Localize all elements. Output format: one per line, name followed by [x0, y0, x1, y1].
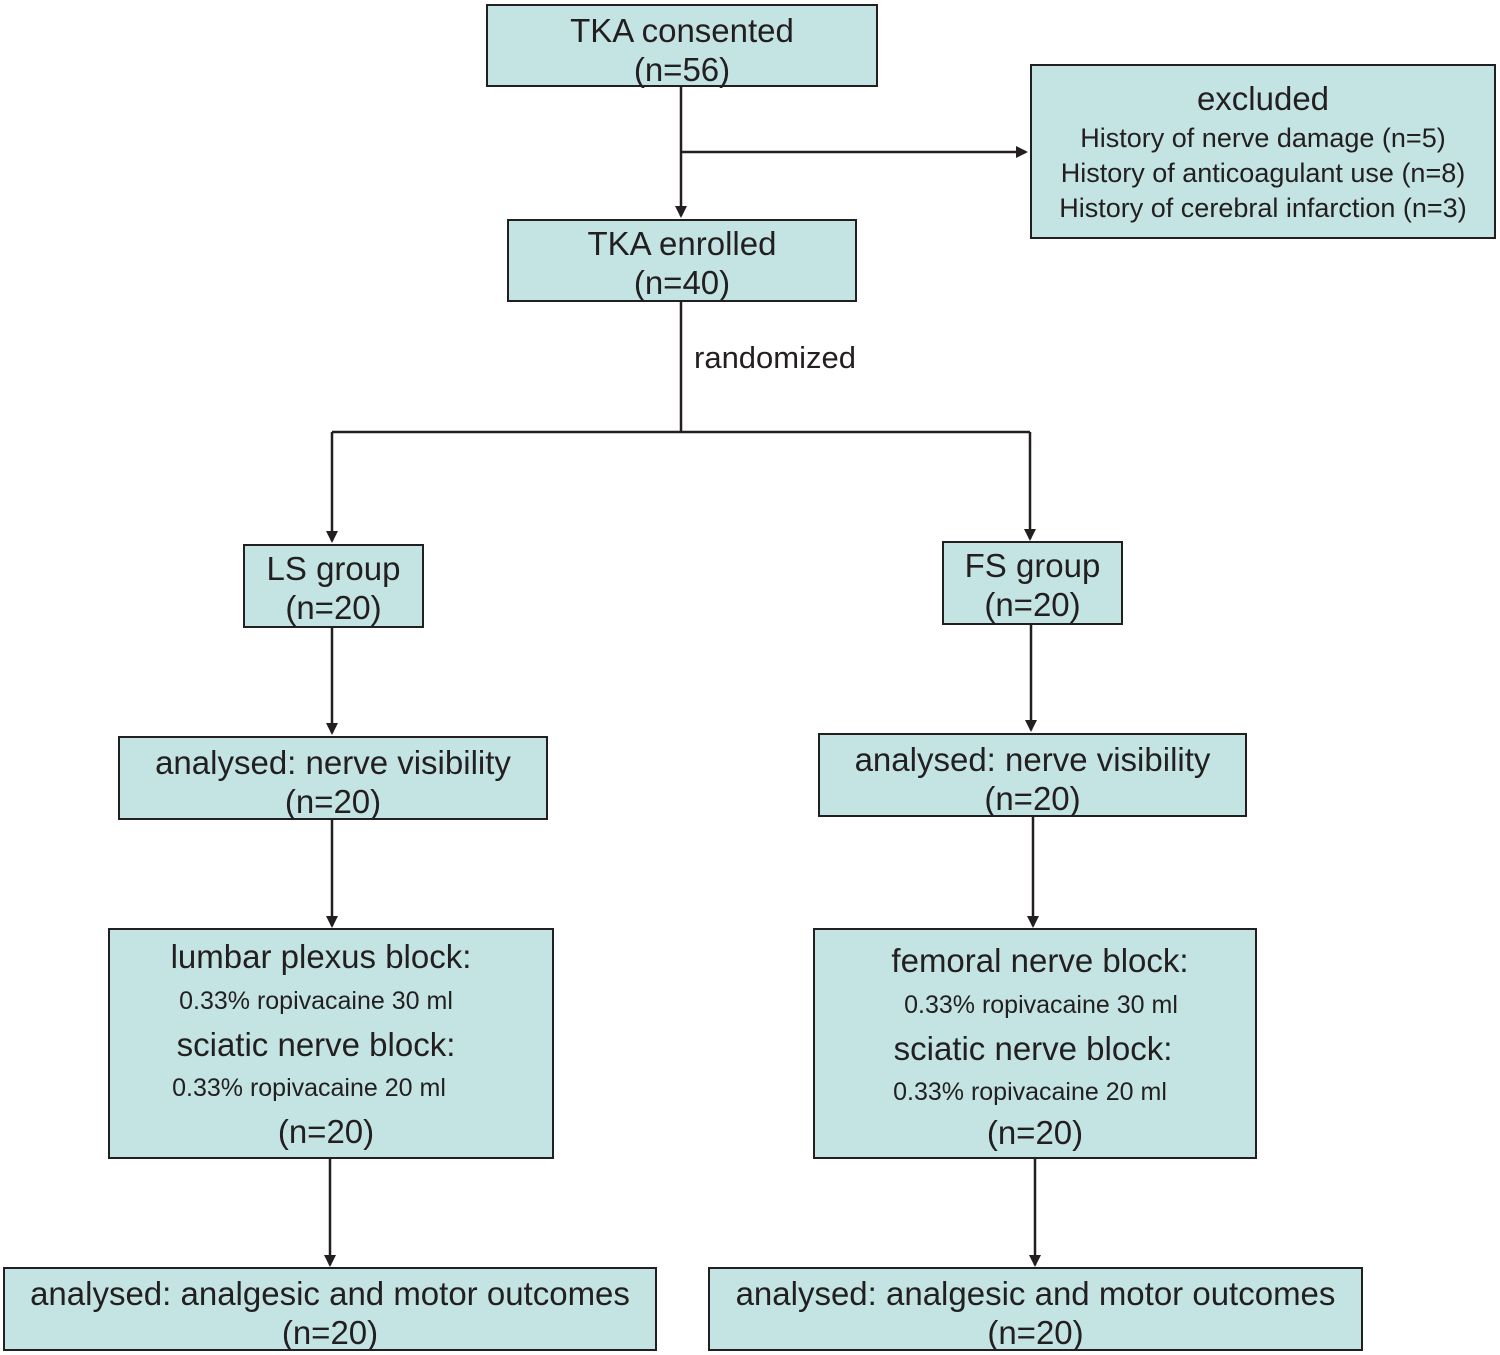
ls-dose2: 0.33% ropivacaine 20 ml [172, 1074, 446, 1102]
enrolled-box: TKA enrolled (n=40) [507, 219, 857, 302]
fs-dose2: 0.33% ropivacaine 20 ml [893, 1078, 1167, 1106]
excluded-box: excluded History of nerve damage (n=5) H… [1030, 64, 1496, 239]
ls-block-count: (n=20) [277, 1113, 375, 1150]
fs-visibility-title: analysed: nerve visibility [854, 741, 1211, 778]
enrolled-title: TKA enrolled [587, 225, 777, 262]
ls-block-box: lumbar plexus block: 0.33% ropivacaine 3… [108, 928, 554, 1159]
randomized-label: randomized [694, 340, 856, 375]
fs-visibility-count: (n=20) [984, 779, 1081, 817]
fs-group-box: FS group (n=20) [942, 541, 1123, 625]
fs-group-count: (n=20) [984, 585, 1081, 623]
ls-block2: sciatic nerve block: [176, 1026, 456, 1063]
fs-dose1: 0.33% ropivacaine 30 ml [904, 991, 1178, 1019]
ls-outcomes-box: analysed: analgesic and motor outcomes (… [3, 1267, 657, 1351]
fs-block1: femoral nerve block: [891, 942, 1189, 979]
excluded-reason: History of cerebral infarction (n=3) [1059, 192, 1467, 223]
fs-group-title: FS group [964, 547, 1101, 584]
excluded-reason: History of anticoagulant use (n=8) [1060, 157, 1466, 188]
fs-block-count: (n=20) [986, 1114, 1084, 1151]
consented-title: TKA consented [570, 12, 794, 49]
consented-box: TKA consented (n=56) [486, 4, 878, 88]
ls-group-box: LS group (n=20) [243, 544, 424, 628]
excluded-reason: History of nerve damage (n=5) [1080, 122, 1446, 153]
enrolled-count: (n=40) [633, 263, 731, 301]
ls-outcomes-title: analysed: analgesic and motor outcomes [30, 1275, 630, 1312]
fs-outcomes-title: analysed: analgesic and motor outcomes [735, 1275, 1336, 1312]
fs-outcomes-count: (n=20) [987, 1313, 1084, 1351]
fs-outcomes-box: analysed: analgesic and motor outcomes (… [708, 1267, 1363, 1351]
fs-block-box: femoral nerve block: 0.33% ropivacaine 3… [813, 928, 1257, 1159]
ls-group-title: LS group [266, 550, 401, 587]
ls-visibility-box: analysed: nerve visibility (n=20) [118, 736, 548, 820]
fs-block2: sciatic nerve block: [893, 1030, 1173, 1067]
ls-outcomes-count: (n=20) [281, 1313, 379, 1351]
ls-group-count: (n=20) [285, 588, 382, 626]
ls-visibility-count: (n=20) [284, 782, 382, 820]
fs-visibility-box: analysed: nerve visibility (n=20) [818, 733, 1247, 817]
excluded-title: excluded [1196, 80, 1330, 117]
ls-dose1: 0.33% ropivacaine 30 ml [179, 987, 453, 1015]
consented-count: (n=56) [633, 50, 731, 88]
ls-block1: lumbar plexus block: [170, 938, 472, 975]
ls-visibility-title: analysed: nerve visibility [155, 744, 511, 781]
